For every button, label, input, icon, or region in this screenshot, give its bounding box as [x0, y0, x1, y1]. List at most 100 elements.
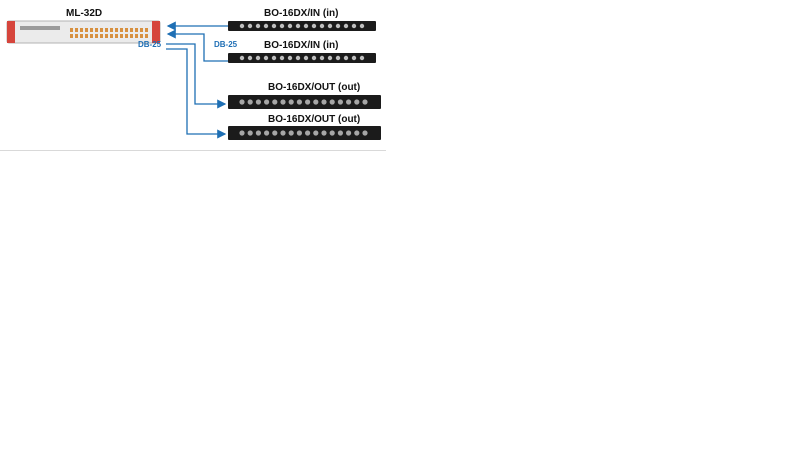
connector-label-left: DB-25: [138, 40, 162, 49]
xlr-port: [327, 23, 333, 29]
xlr-port: [359, 23, 365, 29]
xlr-port: [287, 23, 293, 29]
xlr-port: [305, 99, 311, 105]
bo16dx-out-unit-2: [228, 126, 381, 140]
bo16dx-in-unit-1: [228, 21, 376, 31]
xlr-port: [264, 99, 270, 105]
xlr-port: [311, 55, 317, 61]
xlr-port: [346, 130, 352, 136]
xlr-port: [343, 55, 349, 61]
xlr-port: [247, 130, 253, 136]
xlr-port: [272, 99, 278, 105]
xlr-port: [255, 23, 261, 29]
xlr-port: [263, 23, 269, 29]
ml32d-port: [110, 28, 113, 32]
ml32d-port: [115, 34, 118, 38]
xlr-port: [263, 55, 269, 61]
xlr-port: [313, 99, 319, 105]
xlr-port: [354, 99, 360, 105]
xlr-port: [313, 130, 319, 136]
ml32d-port: [125, 34, 128, 38]
ml32d-port: [125, 28, 128, 32]
ml32d-port: [140, 34, 143, 38]
xlr-port: [279, 55, 285, 61]
ml32d-port: [75, 28, 78, 32]
xlr-port: [295, 55, 301, 61]
xlr-port: [280, 99, 286, 105]
ml32d-port: [115, 28, 118, 32]
xlr-port: [295, 23, 301, 29]
xlr-port: [305, 130, 311, 136]
xlr-port: [362, 99, 368, 105]
xlr-port: [319, 55, 325, 61]
xlr-port: [296, 99, 302, 105]
xlr-port: [303, 23, 309, 29]
bo16dx-in-unit-2-ports: [239, 55, 365, 61]
xlr-port: [329, 130, 335, 136]
xlr-port: [279, 23, 285, 29]
xlr-port: [335, 23, 341, 29]
ml32d-ports: [70, 28, 148, 38]
ml32d-port: [95, 34, 98, 38]
ml32d-port: [105, 28, 108, 32]
bo16dx-out-unit-1-ports: [239, 99, 368, 105]
ml32d-port: [140, 28, 143, 32]
ml32d-port: [85, 34, 88, 38]
ml32d-unit: [6, 20, 161, 44]
ml32d-port: [85, 28, 88, 32]
bo16dx-in-label-1: BO-16DX/IN (in): [264, 8, 339, 19]
xlr-port: [271, 55, 277, 61]
xlr-port: [362, 130, 368, 136]
xlr-port: [303, 55, 309, 61]
xlr-port: [335, 55, 341, 61]
ml32d-port: [135, 34, 138, 38]
xlr-port: [288, 130, 294, 136]
xlr-port: [319, 23, 325, 29]
bo16dx-in-label-2: BO-16DX/IN (in): [264, 40, 339, 51]
ml32d-port: [130, 34, 133, 38]
ml32d-port: [130, 28, 133, 32]
ml32d-port: [145, 28, 148, 32]
xlr-port: [321, 130, 327, 136]
ml32d-port: [135, 28, 138, 32]
ml32d-port: [110, 34, 113, 38]
ml32d-logo-plate: [20, 26, 60, 30]
xlr-port: [351, 23, 357, 29]
ml32d-port: [90, 28, 93, 32]
xlr-port: [239, 99, 245, 105]
bo16dx-out-unit-1: [228, 95, 381, 109]
xlr-port: [351, 55, 357, 61]
xlr-port: [311, 23, 317, 29]
xlr-port: [343, 23, 349, 29]
xlr-port: [239, 55, 245, 61]
ml32d-port: [80, 34, 83, 38]
bo16dx-out-label-1: BO-16DX/OUT (out): [268, 82, 361, 93]
connector-label-right: DB-25: [214, 40, 238, 49]
bo16dx-in-unit-1-ports: [239, 23, 365, 29]
ml32d-label: ML-32D: [66, 8, 103, 19]
ml32d-port: [75, 34, 78, 38]
ml32d-port: [70, 34, 73, 38]
ml32d-port: [100, 28, 103, 32]
xlr-port: [239, 130, 245, 136]
xlr-port: [247, 99, 253, 105]
ml32d-port: [95, 28, 98, 32]
xlr-port: [321, 99, 327, 105]
xlr-port: [272, 130, 278, 136]
xlr-port: [337, 130, 343, 136]
arrow-in-2: [166, 29, 228, 62]
xlr-port: [327, 55, 333, 61]
ml32d-port: [70, 28, 73, 32]
ml32d-right-rack-ear: [152, 21, 160, 43]
xlr-port: [359, 55, 365, 61]
xlr-port: [255, 99, 261, 105]
xlr-port: [247, 55, 253, 61]
xlr-port: [247, 23, 253, 29]
bo16dx-in-unit-2: [228, 53, 376, 63]
xlr-port: [287, 55, 293, 61]
ml32d-port: [120, 28, 123, 32]
xlr-port: [346, 99, 352, 105]
arrow-out-2: [166, 48, 227, 139]
